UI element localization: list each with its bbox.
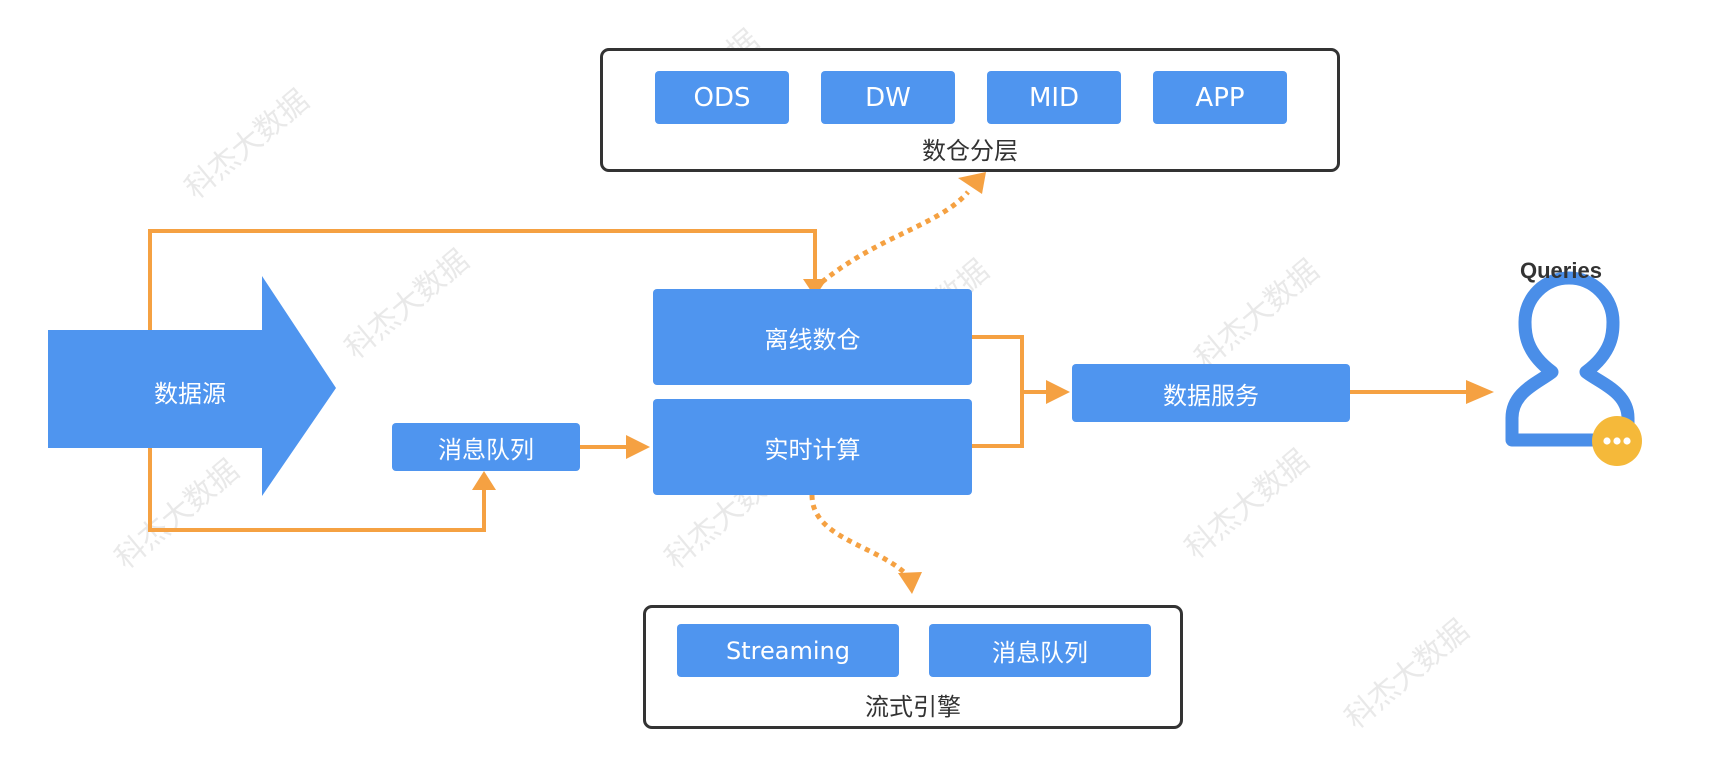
flow-source-to-mq [148, 448, 486, 532]
layer-mid[interactable]: MID [987, 71, 1121, 124]
stream-message-queue[interactable]: 消息队列 [929, 624, 1151, 677]
layer-app[interactable]: APP [1153, 71, 1287, 124]
layer-ods[interactable]: ODS [655, 71, 789, 124]
warehouse-layers-group: ODS DW MID APP 数仓分层 [600, 48, 1340, 172]
stream-engine-group: Streaming 消息队列 流式引擎 [643, 605, 1183, 729]
data-source-label: 数据源 [154, 380, 226, 408]
stream-engine-label: 流式引擎 [865, 693, 961, 721]
data-service-node[interactable]: 数据服务 [1072, 364, 1350, 422]
realtime-compute-node[interactable]: 实时计算 [653, 399, 972, 495]
stream-streaming[interactable]: Streaming [677, 624, 899, 677]
message-queue-node[interactable]: 消息队列 [392, 423, 580, 471]
flow-source-to-offline [148, 229, 817, 330]
dotted-realtime-to-stream [809, 494, 912, 580]
flow-offline-to-service [971, 335, 1024, 448]
dotted-offline-to-layers [820, 190, 970, 284]
user-chat-icon [1505, 271, 1642, 466]
offline-warehouse-node[interactable]: 离线数仓 [653, 289, 972, 385]
layer-dw[interactable]: DW [821, 71, 955, 124]
queries-label: Queries [1520, 258, 1602, 283]
data-source-arrow-shape [48, 276, 336, 496]
warehouse-layers-label: 数仓分层 [922, 137, 1018, 165]
